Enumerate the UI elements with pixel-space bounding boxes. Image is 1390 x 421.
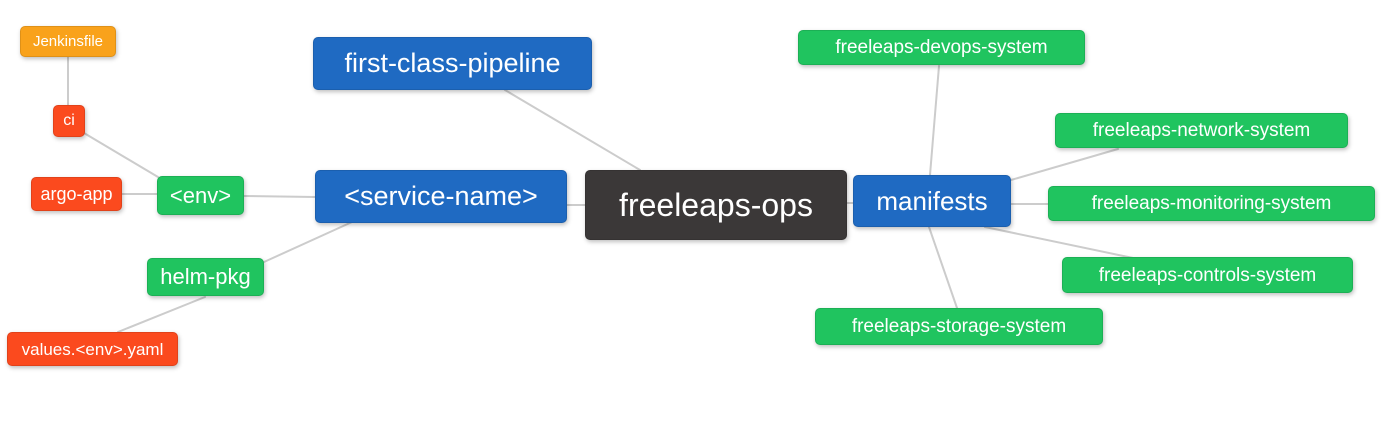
node-freeleaps-ops[interactable]: freeleaps-ops (585, 170, 847, 240)
node-argo-app[interactable]: argo-app (31, 177, 122, 211)
node-network-system[interactable]: freeleaps-network-system (1055, 113, 1348, 148)
edge-manifests-to-devops-system (929, 65, 940, 176)
node-service-name[interactable]: <service-name> (315, 170, 567, 223)
node-jenkinsfile[interactable]: Jenkinsfile (20, 26, 116, 57)
edge-helm-pkg-to-service-name (263, 221, 353, 263)
node-storage-system[interactable]: freeleaps-storage-system (815, 308, 1103, 345)
node-values-env-yaml[interactable]: values.<env>.yaml (7, 332, 178, 366)
edge-first-class-pipeline-to-freeleaps-ops (504, 89, 641, 171)
node-env[interactable]: <env> (157, 176, 244, 215)
node-devops-system[interactable]: freeleaps-devops-system (798, 30, 1085, 65)
edge-manifests-to-network-system (1010, 148, 1119, 181)
edge-env-to-service-name (243, 195, 316, 198)
node-controls-system[interactable]: freeleaps-controls-system (1062, 257, 1353, 293)
node-manifests[interactable]: manifests (853, 175, 1011, 227)
edge-manifests-to-storage-system (928, 226, 958, 309)
edge-values-env-yaml-to-helm-pkg (117, 296, 206, 333)
node-first-class-pipeline[interactable]: first-class-pipeline (313, 37, 592, 90)
node-ci[interactable]: ci (53, 105, 85, 137)
edge-ci-to-env (83, 132, 159, 178)
node-helm-pkg[interactable]: helm-pkg (147, 258, 264, 296)
node-monitoring-system[interactable]: freeleaps-monitoring-system (1048, 186, 1375, 221)
edge-manifests-to-controls-system (984, 226, 1134, 259)
